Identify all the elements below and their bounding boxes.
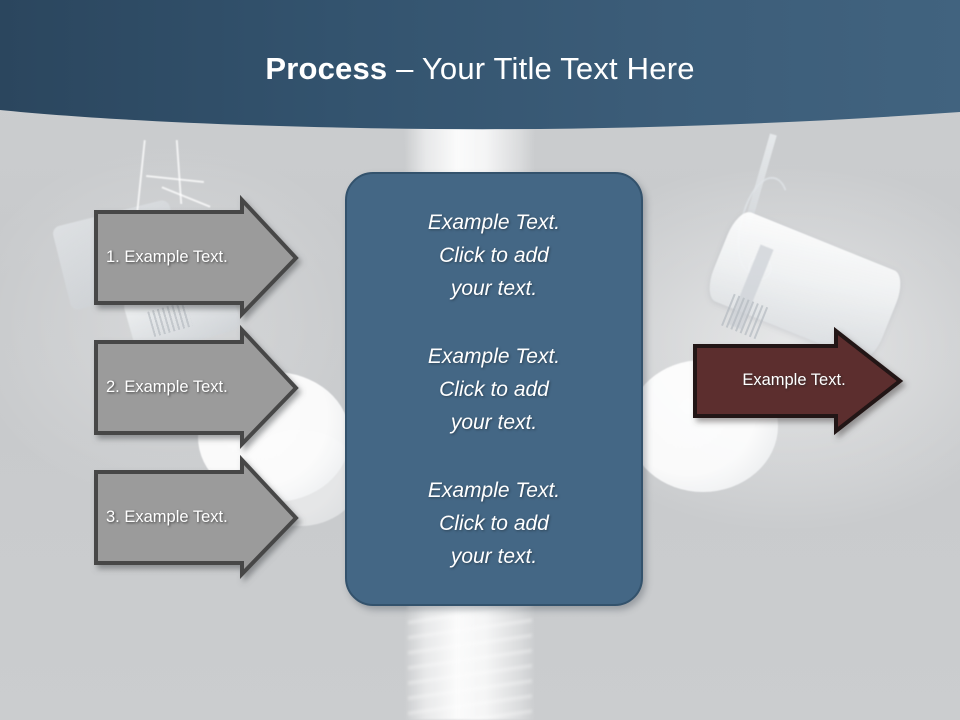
header-wave-shape <box>0 0 960 130</box>
step-arrow-2-label: 2. Example Text. <box>106 378 228 396</box>
header-banner: Process – Your Title Text Here <box>0 0 960 136</box>
center-panel-paragraph-2: Example Text. Click to add your text. <box>427 344 561 434</box>
step-arrow-1[interactable]: 1. Example Text. <box>90 194 302 320</box>
result-arrow-label: Example Text. <box>742 371 846 389</box>
step-arrow-3-label: 3. Example Text. <box>106 508 228 526</box>
step-arrow-2-shape <box>94 324 299 449</box>
step-arrow-3-shape <box>94 454 299 579</box>
result-arrow[interactable]: Example Text. <box>690 326 906 436</box>
page-title-rest: – Your Title Text Here <box>387 51 695 86</box>
page-title: Process – Your Title Text Here <box>0 50 960 88</box>
center-text-panel[interactable]: Example Text. Click to add your text. Ex… <box>345 172 643 606</box>
page-title-strong: Process <box>265 51 388 86</box>
step-arrow-3[interactable]: 3. Example Text. <box>90 454 302 580</box>
step-arrow-1-shape <box>94 194 299 319</box>
result-arrow-shape <box>693 326 904 436</box>
step-arrow-1-label: 1. Example Text. <box>106 248 228 266</box>
center-panel-paragraph-3: Example Text. Click to add your text. <box>427 478 561 568</box>
step-arrow-2[interactable]: 2. Example Text. <box>90 324 302 450</box>
center-panel-paragraph-1: Example Text. Click to add your text. <box>427 210 561 300</box>
